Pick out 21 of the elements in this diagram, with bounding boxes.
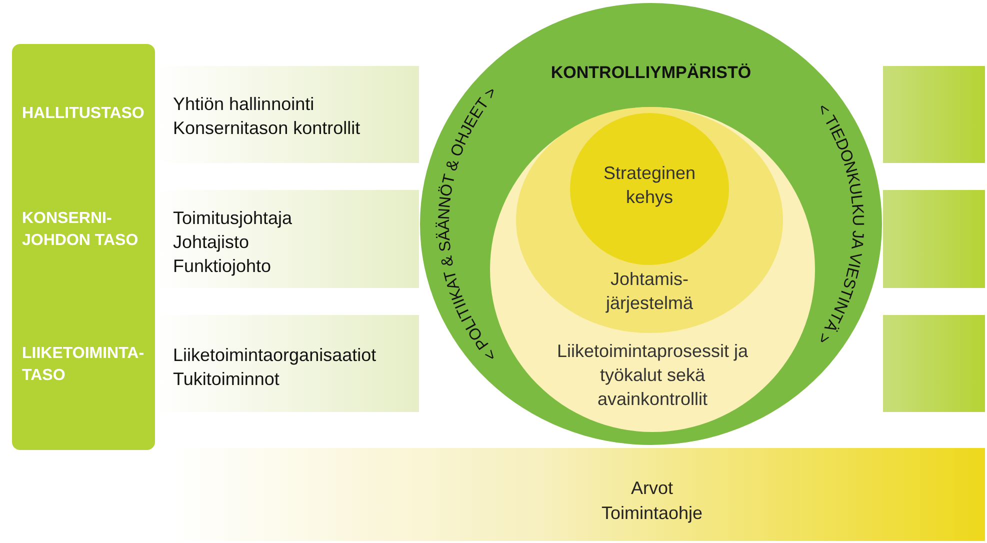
band-text: Johtajisto (173, 231, 250, 254)
band-text: Liiketoimintaorganisaatiot (173, 344, 376, 367)
band-text: Arvot (630, 477, 673, 500)
band-end (883, 315, 985, 412)
band-text: Toimitusjohtaja (173, 207, 292, 230)
level-label: LIIKETOIMINTA-TASO (22, 344, 144, 386)
band-end (883, 66, 985, 163)
band-text: Toimintaohje (601, 502, 703, 525)
band-text: Yhtiön hallinnointi (173, 93, 314, 116)
band-end (883, 190, 985, 288)
circle-text: Liiketoimintaprosessit ja työkalut sekä avainkontrollit (556, 340, 750, 411)
ring-title: KONTROLLIYMPÄRISTÖ (550, 63, 752, 83)
band-text: Funktiojohto (173, 255, 272, 278)
circle-text: Johtamis-järjestelmä (604, 268, 694, 315)
band-text: Tukitoiminnot (173, 368, 280, 391)
level-label: HALLITUSTASO (22, 104, 144, 124)
band-text: Konsernitason kontrollit (173, 117, 360, 140)
circle-text: Strateginen kehys (602, 162, 697, 209)
level-label: KONSERNI-JOHDON TASO (22, 209, 140, 251)
control-ring (420, 3, 882, 445)
level-column (12, 44, 155, 450)
